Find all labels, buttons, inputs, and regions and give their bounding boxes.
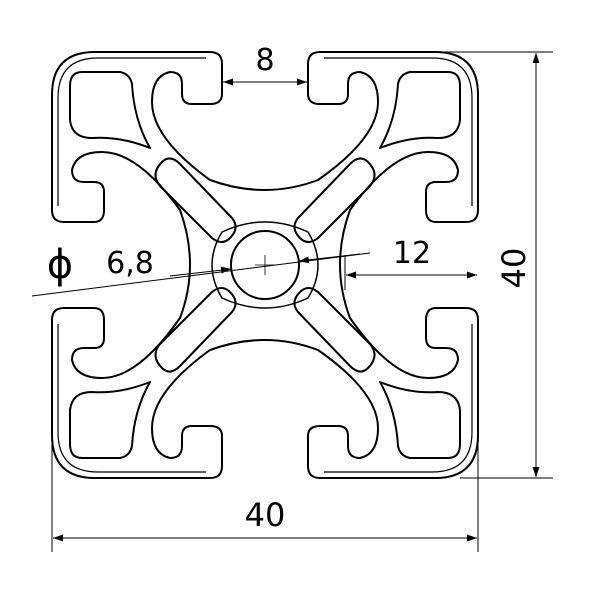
cavity-bottom-left [69, 381, 151, 459]
inner-cavity-bottom-right [293, 287, 376, 373]
dim-text-height: 40 [495, 248, 533, 289]
inner-cavity-top-left [154, 157, 237, 243]
dim-text-bore-diameter: 6,8 [106, 246, 154, 281]
dim-text-slot-depth: 12 [393, 236, 431, 271]
bore-arrow-left [169, 266, 232, 277]
bore-arrow-right [298, 253, 361, 264]
dimensions [31, 51, 553, 552]
cavity-top-left [69, 71, 151, 149]
profile-outer-contour [51, 51, 479, 479]
dim-line-bore-diameter [31, 252, 371, 297]
inner-cavity-top-right [293, 157, 376, 243]
dim-text-width: 40 [245, 496, 286, 534]
dim-text-slot-width: 8 [255, 43, 274, 78]
profile-outer-offset [57, 57, 473, 473]
inner-cavity-bottom-left [154, 287, 237, 373]
center-core [211, 221, 319, 309]
cavity-top-right [379, 71, 461, 149]
profile-section [51, 51, 479, 479]
center-bore [230, 230, 300, 300]
cavity-bottom-right [379, 381, 461, 459]
diameter-symbol: ϕ [47, 242, 73, 288]
bore-center-mark [255, 255, 275, 275]
